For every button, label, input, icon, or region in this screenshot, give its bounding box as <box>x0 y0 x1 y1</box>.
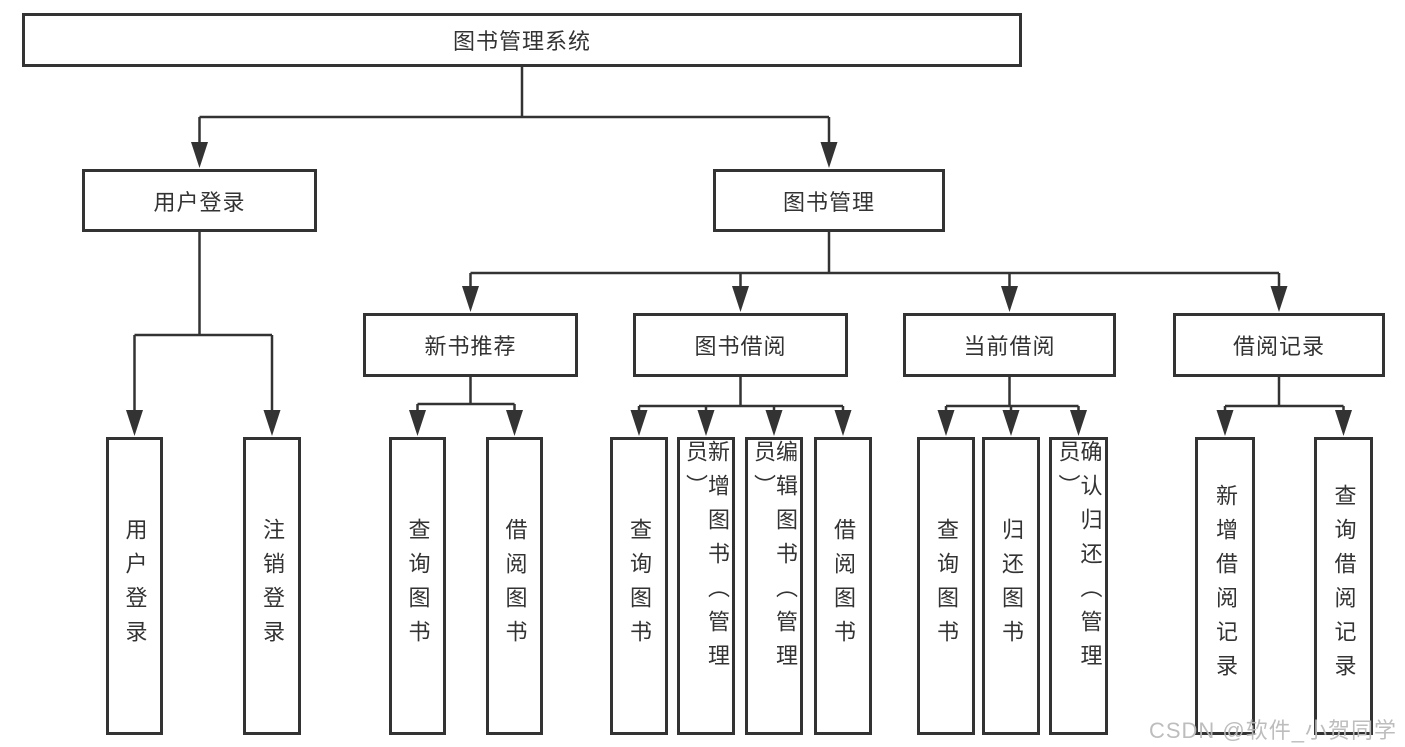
node-label: 借阅图书 <box>502 518 528 654</box>
node-borrow-books-recommend: 借阅图书 <box>486 437 543 735</box>
node-library-management-system: 图书管理系统 <box>22 13 1022 67</box>
node-label: 查询图书 <box>627 518 652 654</box>
node-current-borrowing: 当前借阅 <box>903 313 1116 377</box>
node-query-books-recommend: 查询图书 <box>389 437 446 735</box>
node-label: 归还图书 <box>999 518 1024 654</box>
node-label: 用户登录 <box>153 189 246 215</box>
node-query-books-borrow: 查询图书 <box>610 437 668 735</box>
node-borrowing-records: 借阅记录 <box>1173 313 1385 377</box>
node-label: 借阅图书 <box>831 518 856 654</box>
node-user-login: 用户登录 <box>82 169 317 232</box>
arrowhead-icons <box>126 142 1352 436</box>
node-edit-books-admin: 编辑图书（管理员） <box>745 437 803 735</box>
node-label: 当前借阅 <box>963 334 1056 359</box>
node-label: 用户登录 <box>122 518 148 654</box>
node-label: 图书管理系统 <box>452 29 591 54</box>
node-book-borrowing: 图书借阅 <box>633 313 848 377</box>
node-label: 图书管理 <box>782 189 875 215</box>
node-new-book-recommendation: 新书推荐 <box>363 313 578 377</box>
node-label: 确认归还（管理员） <box>1055 440 1103 678</box>
node-query-borrow-record: 查询借阅记录 <box>1314 437 1373 735</box>
node-label: 新书推荐 <box>424 334 517 359</box>
node-label: 编辑图书（管理员） <box>751 440 798 678</box>
node-label: 借阅记录 <box>1232 334 1325 359</box>
node-query-books-current: 查询图书 <box>917 437 975 735</box>
node-add-borrow-record: 新增借阅记录 <box>1195 437 1255 735</box>
node-label: 注销登录 <box>260 518 285 654</box>
node-label: 查询图书 <box>934 518 959 654</box>
node-label: 新增借阅记录 <box>1213 484 1238 688</box>
node-confirm-return-admin: 确认归还（管理员） <box>1049 437 1108 735</box>
node-user-login-action: 用户登录 <box>106 437 163 735</box>
node-book-management: 图书管理 <box>713 169 945 232</box>
node-add-books-admin: 新增图书（管理员） <box>677 437 735 735</box>
node-borrow-books-action: 借阅图书 <box>814 437 872 735</box>
csdn-watermark: CSDN @软件_小贺同学 <box>1148 718 1397 743</box>
node-label: 查询图书 <box>405 518 431 654</box>
node-label: 图书借阅 <box>694 334 787 359</box>
node-return-books: 归还图书 <box>982 437 1040 735</box>
node-label: 查询借阅记录 <box>1331 484 1357 688</box>
node-label: 新增图书（管理员） <box>683 440 730 678</box>
node-logout-action: 注销登录 <box>243 437 301 735</box>
